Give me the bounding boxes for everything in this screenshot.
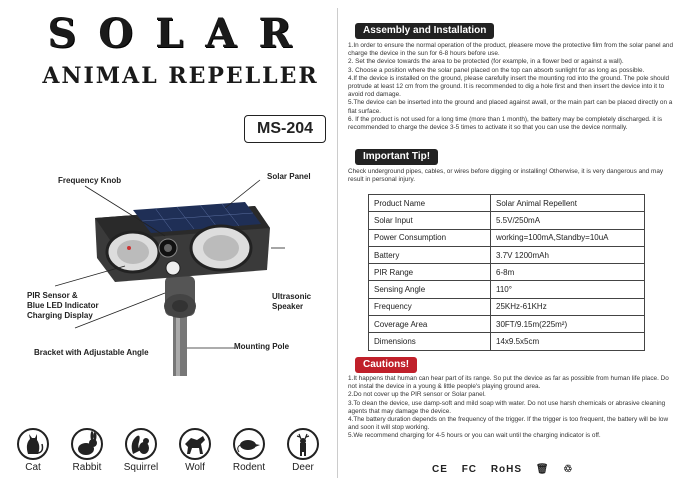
spec-label: Solar Input	[368, 211, 491, 230]
spec-value: 30FT/9.15m(225m²)	[490, 315, 645, 334]
spec-label: Dimensions	[368, 332, 491, 351]
spec-value: 14x9.5x5cm	[490, 332, 645, 351]
rodent-icon	[233, 428, 265, 460]
spec-value: Solar Animal Repellent	[490, 193, 645, 213]
spec-label: Power Consumption	[368, 228, 491, 247]
solar-panel-label: Solar Panel	[267, 172, 311, 181]
frequency-knob-label: Frequency Knob	[58, 176, 122, 185]
rabbit-icon	[71, 428, 103, 460]
deer-icon	[287, 428, 319, 460]
page-subtitle: ANIMAL REPELLER	[42, 63, 319, 89]
pir-sensor-line3: Charging Display	[27, 311, 93, 320]
assembly-step: 3. Choose a position where the solar pan…	[348, 66, 645, 74]
spec-value: 110°	[490, 280, 645, 299]
model-badge: MS-204	[244, 115, 326, 143]
assembly-step: 4.If the device is installed on the grou…	[348, 74, 670, 99]
animal-item: Deer	[284, 428, 322, 473]
bracket-label: Bracket with Adjustable Angle	[34, 348, 149, 357]
spec-label: PIR Range	[368, 263, 491, 282]
cautions-heading: Cautions!	[355, 357, 418, 373]
product-overview-panel: SOLAR ANIMAL REPELLER MS-204	[14, 10, 334, 486]
assembly-step: 5.The device can be inserted into the gr…	[348, 99, 673, 115]
spec-label: Coverage Area	[368, 315, 491, 334]
certification-marks: CE FC RoHS 🗑 ♲	[432, 464, 583, 475]
spec-label: Product Name	[368, 193, 491, 213]
assembly-steps: 1.In order to ensure the normal operatio…	[348, 42, 674, 132]
animal-name: Cat	[25, 462, 41, 473]
cat-icon	[17, 428, 49, 460]
animal-item: Rodent	[230, 428, 268, 473]
animal-item: Rabbit	[68, 428, 106, 473]
assembly-heading: Assembly and Installation	[355, 23, 495, 39]
animal-name: Deer	[292, 462, 314, 473]
caution-item: 4.The battery duration depends on the fr…	[348, 416, 669, 432]
spec-label: Battery	[368, 245, 491, 265]
product-illustration	[55, 179, 285, 376]
assembly-step: 1.In order to ensure the normal operatio…	[348, 42, 674, 58]
caution-item: 3.To clean the device, use damp-soft and…	[348, 399, 666, 415]
rohs-mark: RoHS	[490, 464, 523, 475]
animal-name: Rabbit	[72, 462, 102, 473]
spec-label: Frequency	[368, 297, 491, 317]
important-tip-text: Check underground pipes, cables, or wire…	[348, 168, 664, 184]
pir-sensor-line2: Blue LED Indicator	[27, 301, 99, 310]
pir-sensor-line1: PIR Sensor &	[27, 291, 78, 300]
animal-name: Wolf	[185, 462, 205, 473]
important-tip-heading: Important Tip!	[355, 149, 439, 165]
panel-divider	[337, 8, 338, 478]
animal-item: Cat	[14, 428, 52, 473]
mounting-pole-label: Mounting Pole	[234, 342, 290, 351]
ultrasonic-line1: Ultrasonic	[272, 292, 312, 301]
assembly-step: 6. If the product is not used for a long…	[348, 115, 663, 132]
squirrel-icon	[125, 428, 157, 460]
spec-value: 6-8m	[490, 263, 645, 282]
animal-item: Wolf	[176, 428, 214, 473]
page-title: SOLAR	[47, 10, 314, 57]
spec-value: 5.5V/250mA	[490, 211, 645, 230]
ce-mark: CE	[432, 464, 448, 475]
pir-sensor-label: PIR Sensor & Blue LED Indicator Charging…	[27, 291, 99, 321]
spec-label: Sensing Angle	[368, 280, 491, 299]
weee-bin-icon: 🗑	[535, 464, 550, 475]
spec-value: 3.7V 1200mAh	[490, 245, 645, 265]
spec-value: 25KHz-61KHz	[490, 297, 645, 317]
assembly-step: 2. Set the device towards the area to be…	[348, 58, 624, 66]
target-animals-row: Cat Rabbit Squirrel Wolf Rodent	[14, 428, 334, 486]
wolf-icon	[179, 428, 211, 460]
ultrasonic-speaker-label: Ultrasonic Speaker	[272, 292, 311, 312]
caution-item: 5.We recommend charging for 4-5 hours or…	[348, 432, 601, 440]
animal-name: Squirrel	[123, 462, 159, 473]
spec-value: working=100mA,Standby=10uA	[490, 228, 645, 247]
animal-name: Rodent	[232, 462, 266, 473]
ultrasonic-line2: Speaker	[272, 302, 304, 311]
recycle-icon: ♲	[563, 464, 574, 475]
caution-item: 1.It happens that human can hear part of…	[348, 375, 669, 391]
animal-item: Squirrel	[122, 428, 160, 473]
cautions-list: 1.It happens that human can hear part of…	[348, 375, 674, 441]
caution-item: 2.Do not cover up the PIR sensor or Sola…	[348, 391, 486, 399]
fc-mark: FC	[461, 464, 478, 475]
